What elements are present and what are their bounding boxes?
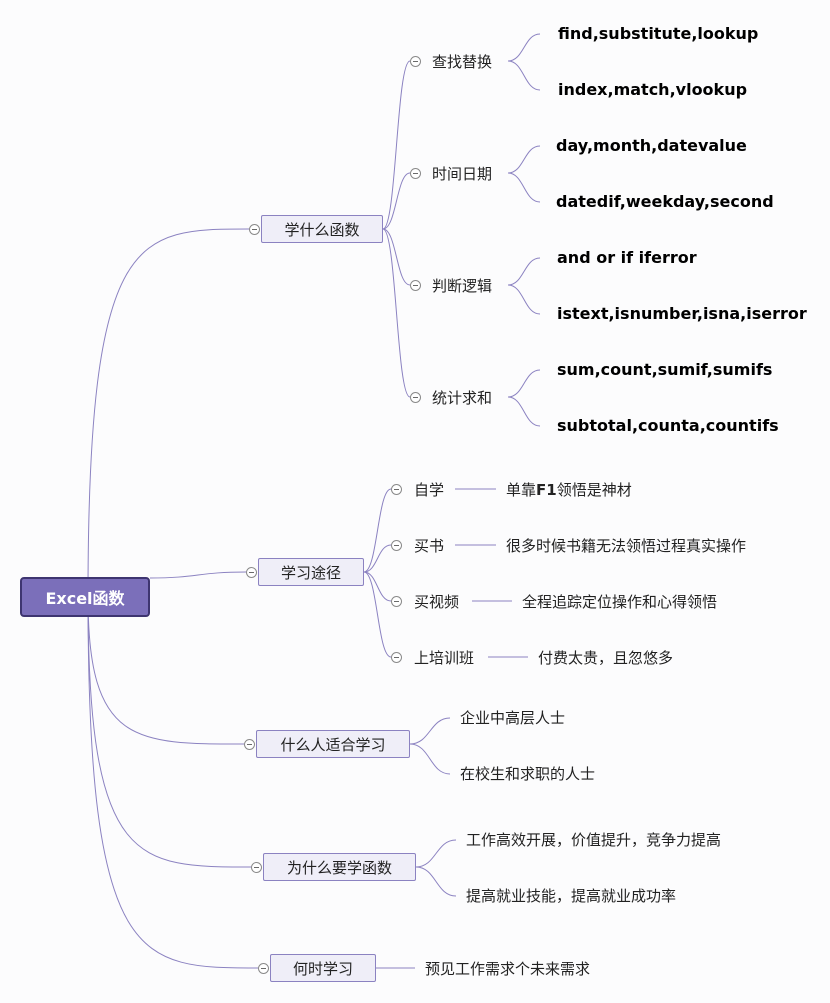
collapse-icon[interactable]	[251, 862, 262, 873]
branch-why-learn[interactable]: 为什么要学函数	[263, 853, 416, 881]
root-connector	[87, 596, 252, 868]
leaf-functions[interactable]: index,match,vlookup	[558, 80, 748, 99]
branch-connector	[363, 571, 392, 602]
collapse-icon[interactable]	[391, 652, 402, 663]
leaf-connector	[507, 284, 541, 315]
branch-connector	[382, 228, 411, 398]
leaf-functions[interactable]: datedif,weekday,second	[556, 192, 774, 211]
leaf-connector	[415, 839, 457, 868]
root-node[interactable]: Excel函数	[20, 577, 150, 617]
collapse-icon[interactable]	[258, 963, 269, 974]
path-videos[interactable]: 买视频	[414, 593, 460, 611]
collapse-icon[interactable]	[410, 168, 421, 179]
leaf-connector	[507, 145, 541, 174]
branch-what-functions[interactable]: 学什么函数	[261, 215, 383, 243]
collapse-icon[interactable]	[249, 224, 260, 235]
collapse-icon[interactable]	[391, 540, 402, 551]
branch-when-learn[interactable]: 何时学习	[270, 954, 376, 982]
root-connector	[87, 596, 259, 969]
branch-connector	[382, 228, 411, 286]
path-note: 很多时候书籍无法领悟过程真实操作	[506, 537, 747, 555]
audience-item[interactable]: 在校生和求职的人士	[460, 765, 596, 783]
collapse-icon[interactable]	[410, 280, 421, 291]
reason-item[interactable]: 提高就业技能，提高就业成功率	[466, 887, 677, 905]
leaf-connector	[507, 369, 541, 398]
leaf-connector	[409, 717, 451, 745]
leaf-connector	[507, 396, 541, 427]
leaf-functions[interactable]: day,month,datevalue	[556, 136, 747, 155]
collapse-icon[interactable]	[244, 739, 255, 750]
collapse-icon[interactable]	[410, 392, 421, 403]
leaf-connector	[507, 257, 541, 286]
branch-connector	[363, 488, 392, 573]
path-books[interactable]: 买书	[414, 537, 445, 555]
topic-date-time[interactable]: 时间日期	[432, 165, 493, 183]
leaf-functions[interactable]: subtotal,counta,countifs	[557, 416, 779, 435]
leaf-functions[interactable]: find,substitute,lookup	[558, 24, 759, 43]
leaf-connector	[507, 33, 541, 62]
leaf-connector	[409, 743, 451, 775]
leaf-connector	[507, 172, 541, 203]
audience-item[interactable]: 企业中高层人士	[460, 709, 566, 727]
path-note: 全程追踪定位操作和心得领悟	[522, 593, 718, 611]
branch-learning-paths[interactable]: 学习途径	[258, 558, 364, 586]
leaf-functions[interactable]: istext,isnumber,isna,iserror	[557, 304, 807, 323]
collapse-icon[interactable]	[391, 596, 402, 607]
collapse-icon[interactable]	[246, 567, 257, 578]
leaf-functions[interactable]: sum,count,sumif,sumifs	[557, 360, 773, 379]
path-note: 单靠F1领悟是神材	[506, 481, 632, 499]
branch-connector	[382, 60, 411, 230]
collapse-icon[interactable]	[410, 56, 421, 67]
path-training[interactable]: 上培训班	[414, 649, 475, 667]
topic-logic[interactable]: 判断逻辑	[432, 277, 493, 295]
path-note: 付费太贵，且忽悠多	[538, 649, 674, 667]
topic-lookup-replace[interactable]: 查找替换	[432, 53, 493, 71]
branch-connector	[363, 571, 392, 658]
root-connector	[87, 228, 250, 598]
when-note[interactable]: 预见工作需求个未来需求	[425, 960, 591, 978]
branch-connector	[363, 544, 392, 573]
reason-item[interactable]: 工作高效开展，价值提升，竞争力提高	[466, 831, 722, 849]
branch-connector	[382, 172, 411, 230]
leaf-functions[interactable]: and or if iferror	[557, 248, 697, 267]
leaf-connector	[415, 866, 457, 897]
topic-statistics[interactable]: 统计求和	[432, 389, 493, 407]
root-connector	[87, 596, 245, 745]
path-self-study[interactable]: 自学	[414, 481, 445, 499]
branch-who-should-learn[interactable]: 什么人适合学习	[256, 730, 410, 758]
leaf-connector	[507, 60, 541, 91]
root-connector	[149, 571, 247, 579]
collapse-icon[interactable]	[391, 484, 402, 495]
